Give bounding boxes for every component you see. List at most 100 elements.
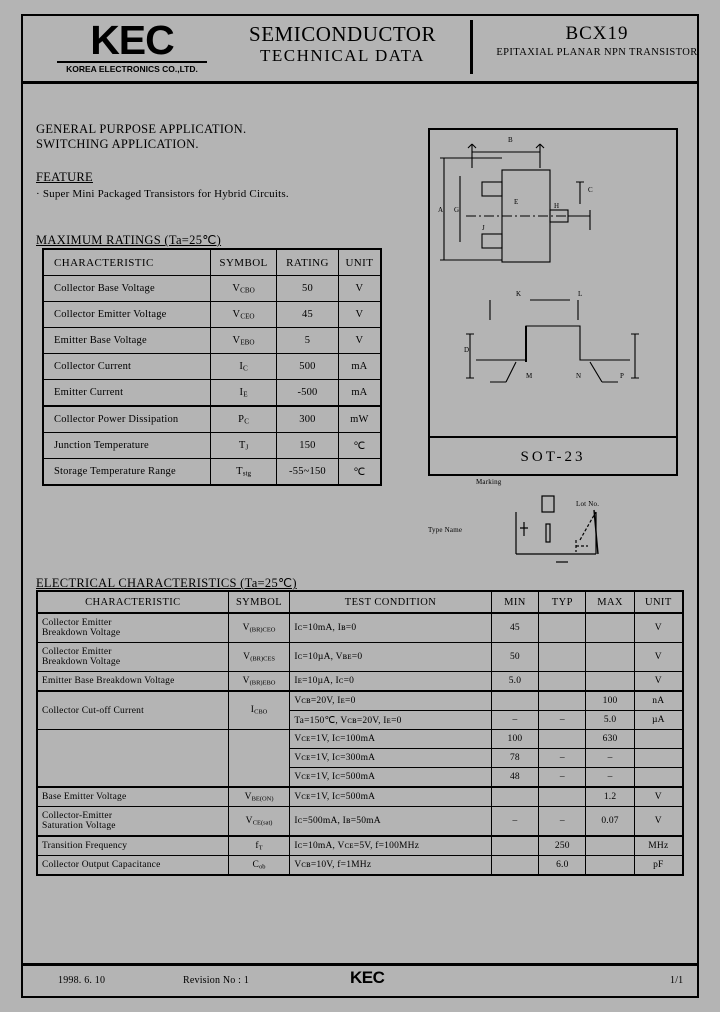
column-header: MIN [490, 590, 540, 614]
svg-text:M: M [526, 372, 533, 380]
column-header: UNIT [633, 590, 684, 614]
value-unit [633, 767, 684, 788]
rating-symbol: Tstg [209, 458, 278, 486]
footer-rule [23, 963, 697, 966]
value-typ: – [538, 748, 587, 768]
rating-unit: V [337, 275, 382, 302]
footer-page-number: 1/1 [670, 975, 684, 986]
char-symbol: V(BR)EBO [227, 671, 291, 692]
footer-logo: KEC [350, 968, 385, 987]
feature-heading: FEATURE [36, 170, 93, 184]
page-border [21, 14, 699, 998]
marking-diagram: Marking Type Name Lot No. [428, 478, 678, 568]
value-typ [538, 642, 587, 672]
svg-text:P: P [620, 372, 624, 380]
svg-text:D: D [464, 346, 469, 354]
column-header: CHARACTERISTIC [42, 248, 211, 276]
svg-text:K: K [516, 290, 521, 298]
value-max: 5.0 [585, 710, 635, 730]
char-name: Transition Frequency [36, 835, 229, 856]
value-max [585, 855, 635, 876]
value-max [585, 671, 635, 692]
rating-unit: V [337, 327, 382, 354]
char-name: Collector Cut-off Current [36, 690, 229, 730]
value-unit: pF [633, 855, 684, 876]
page-header: KEC KOREA ELECTRONICS CO.,LTD. SEMICONDU… [23, 16, 697, 78]
value-max [585, 642, 635, 672]
test-condition: Iᴄ=10mA, Vᴄᴇ=5V, f=100MHz [289, 835, 492, 856]
svg-text:B: B [508, 136, 513, 144]
value-typ: – [538, 806, 587, 837]
column-header: SYMBOL [209, 248, 278, 276]
rating-unit: mA [337, 379, 382, 407]
rating-unit: ℃ [337, 458, 382, 486]
value-unit: µA [633, 710, 684, 730]
header-rule [23, 81, 697, 84]
value-max: – [585, 767, 635, 788]
value-unit: MHz [633, 835, 684, 856]
char-symbol: Cob [227, 855, 291, 876]
rating-value: -500 [276, 379, 339, 407]
char-symbol: VCE(sat) [227, 806, 291, 837]
package-drawing-box: A G B C E H J K L D M N P DIMMILLIMETERS… [428, 128, 678, 438]
part-number: BCX19 [565, 23, 629, 44]
rating-characteristic: Junction Temperature [42, 432, 211, 459]
elec-char-title: ELECTRICAL CHARACTERISTICS (Ta=25℃) [36, 576, 297, 590]
rating-symbol: TJ [209, 432, 278, 459]
value-typ [538, 729, 587, 749]
column-header: RATING [276, 248, 339, 276]
feature-bullet: · Super Mini Packaged Transistors for Hy… [36, 188, 289, 200]
value-typ: 6.0 [538, 855, 587, 876]
rating-unit: ℃ [337, 432, 382, 459]
application-line-1: GENERAL PURPOSE APPLICATION. [36, 122, 247, 136]
header-center: SEMICONDUCTOR TECHNICAL DATA [219, 22, 466, 66]
rating-characteristic: Collector Current [42, 353, 211, 380]
header-technical-data: TECHNICAL DATA [260, 46, 425, 65]
rating-unit: mA [337, 353, 382, 380]
svg-text:L: L [578, 290, 582, 298]
char-name: Emitter Base Breakdown Voltage [36, 671, 229, 692]
rating-symbol: IE [209, 379, 278, 407]
test-condition: Iᴇ=10µA, Iᴄ=0 [289, 671, 492, 692]
package-outline-drawing: A G B C E H J K L D M N P [438, 136, 639, 383]
package-name-label: SOT-23 [428, 438, 678, 476]
svg-text:J: J [482, 224, 485, 232]
test-condition: Iᴄ=10mA, Iʙ=0 [289, 612, 492, 643]
column-header: TYP [538, 590, 587, 614]
value-unit: V [633, 786, 684, 807]
value-max: 1.2 [585, 786, 635, 807]
rating-characteristic: Collector Base Voltage [42, 275, 211, 302]
value-min [490, 690, 540, 711]
value-typ [538, 786, 587, 807]
value-typ: 250 [538, 835, 587, 856]
logo-divider [57, 61, 207, 63]
column-header: SYMBOL [227, 590, 291, 614]
application-line-2: SWITCHING APPLICATION. [36, 137, 199, 151]
rating-value: 50 [276, 275, 339, 302]
value-min: 78 [490, 748, 540, 768]
char-symbol: fT [227, 835, 291, 856]
max-ratings-title: MAXIMUM RATINGS (Ta=25℃) [36, 233, 222, 247]
value-max: 100 [585, 690, 635, 711]
value-min: – [490, 806, 540, 837]
svg-text:N: N [576, 372, 581, 380]
char-symbol: V(BR)CES [227, 642, 291, 672]
value-max [585, 612, 635, 643]
value-unit [633, 729, 684, 749]
